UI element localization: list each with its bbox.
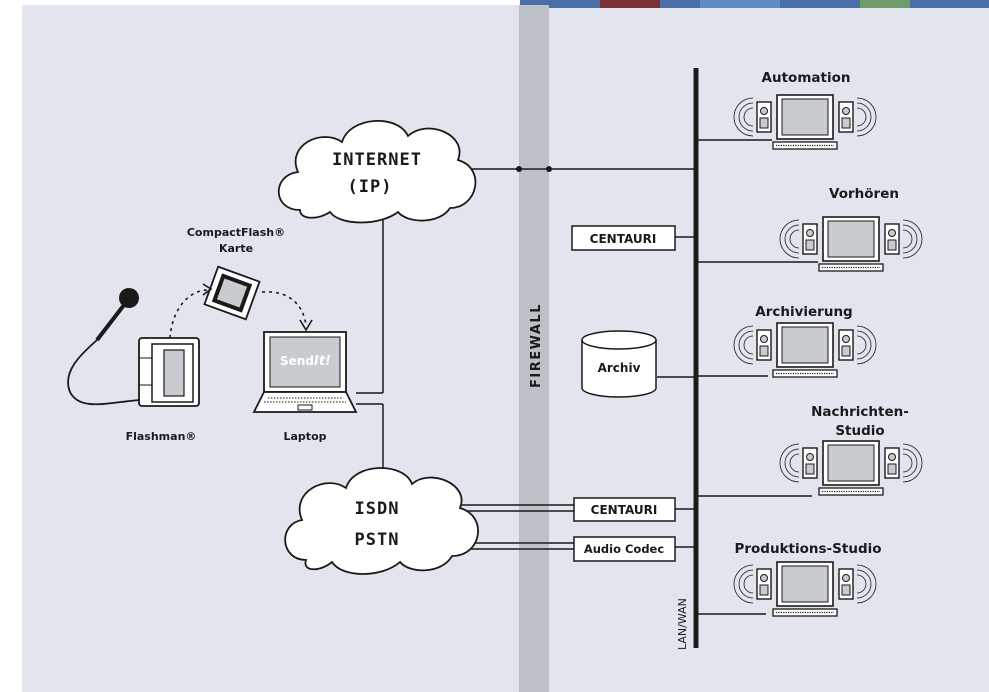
speaker-icon	[733, 97, 772, 137]
workstation-label: Vorhören	[829, 186, 899, 202]
centauri-top-box: CENTAURI	[571, 225, 676, 251]
junction-dot	[516, 166, 522, 172]
internet-cloud: INTERNET (IP)	[277, 120, 477, 224]
workstation-label: Nachrichten-	[811, 404, 909, 420]
workstation-3: Archivierung	[733, 304, 877, 378]
speaker-icon	[838, 564, 877, 604]
speaker-icon	[733, 564, 772, 604]
isdn-label-line1: ISDN	[355, 499, 400, 519]
flashman-recorder-icon	[138, 337, 200, 407]
workstation-label: Produktions-Studio	[734, 541, 881, 557]
speaker-icon	[884, 219, 923, 259]
laptop-screen-send: Send	[280, 354, 314, 368]
bus-branches	[696, 139, 818, 615]
audio-codec-label: Audio Codec	[584, 542, 665, 556]
monitor-icon	[772, 94, 838, 150]
arrowhead-icon	[299, 319, 313, 332]
workstation-label-line2: Studio	[835, 423, 884, 439]
compactflash-label-line1: CompactFlash®	[187, 226, 285, 239]
flashman-label: Flashman®	[126, 430, 197, 443]
internet-label-line1: INTERNET	[332, 150, 422, 170]
firewall-band	[519, 5, 549, 692]
microphone-icon	[67, 288, 141, 406]
archiv-database-icon: Archiv	[581, 330, 657, 398]
compactflash-card-icon	[203, 265, 261, 321]
workstation-1: Automation	[733, 70, 877, 150]
speaker-icon	[884, 443, 923, 483]
workstation-2: Vorhören	[779, 186, 923, 272]
internet-links	[356, 168, 696, 468]
laptop-icon: Send It!	[252, 331, 358, 413]
speaker-icon	[779, 219, 818, 259]
monitor-icon	[818, 216, 884, 272]
archiv-label: Archiv	[598, 361, 641, 375]
isdn-links	[459, 236, 696, 550]
arrow-to-laptop	[261, 291, 307, 327]
workstation-label: Automation	[762, 70, 851, 86]
arrow-to-card	[169, 289, 209, 339]
workstation-group: AutomationVorhörenArchivierungNachrichte…	[733, 70, 923, 617]
centauri-top-label: CENTAURI	[590, 232, 657, 246]
monitor-icon	[818, 440, 884, 496]
firewall-label: FIREWALL	[529, 303, 544, 388]
audio-codec-box: Audio Codec	[573, 536, 676, 562]
arrowhead-icon	[202, 283, 213, 296]
workstation-5: Produktions-Studio	[733, 541, 882, 617]
lanwan-label: LAN/WAN	[676, 598, 689, 650]
monitor-icon	[772, 322, 838, 378]
centauri-bottom-label: CENTAURI	[591, 503, 658, 517]
speaker-icon	[838, 325, 877, 365]
isdn-label-line2: PSTN	[355, 530, 400, 550]
isdn-cloud: ISDN PSTN	[284, 467, 479, 575]
header-photo-strip	[520, 0, 989, 8]
junction-dot	[546, 166, 552, 172]
laptop-screen-it: It!	[314, 354, 331, 369]
workstation-label: Archivierung	[755, 304, 852, 320]
speaker-icon	[838, 97, 877, 137]
centauri-bottom-box: CENTAURI	[573, 497, 676, 522]
speaker-icon	[733, 325, 772, 365]
monitor-icon	[772, 561, 838, 617]
laptop-label: Laptop	[284, 430, 327, 443]
speaker-icon	[779, 443, 818, 483]
compactflash-label-line2: Karte	[219, 242, 253, 255]
internet-label-line2: (IP)	[348, 177, 393, 197]
workstation-4: Nachrichten- Studio	[779, 404, 923, 496]
